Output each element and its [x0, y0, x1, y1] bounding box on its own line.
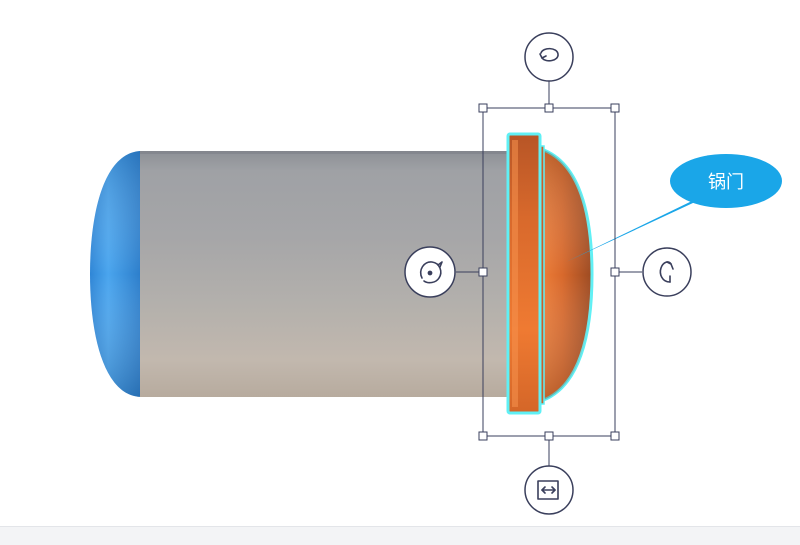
- handle-top-center[interactable]: [544, 103, 554, 113]
- move-horizontal-button[interactable]: [524, 465, 574, 515]
- handle-middle-left[interactable]: [478, 267, 488, 277]
- move-horizontal-icon: [537, 480, 559, 500]
- handle-bottom-center[interactable]: [544, 431, 554, 441]
- boiler-body[interactable]: [140, 151, 512, 397]
- handle-bottom-right[interactable]: [610, 431, 620, 441]
- handle-top-left[interactable]: [478, 103, 488, 113]
- rotate-clockwise-icon: [419, 261, 443, 284]
- rotate-vertical-icon: [659, 261, 674, 283]
- rotate-clockwise-button[interactable]: [404, 246, 456, 298]
- boiler-door[interactable]: [506, 132, 594, 415]
- handle-top-right[interactable]: [610, 103, 620, 113]
- left-end-cap[interactable]: [90, 151, 142, 397]
- callout-bubble: 锅门: [566, 154, 782, 262]
- handle-bottom-left[interactable]: [478, 431, 488, 441]
- handle-middle-right[interactable]: [610, 267, 620, 277]
- rotate-vertical-button[interactable]: [642, 247, 692, 297]
- callout-label: 锅门: [708, 172, 744, 193]
- rotate-horizontal-icon: [539, 47, 559, 62]
- bottom-status-strip: [0, 526, 800, 545]
- rotate-horizontal-button[interactable]: [524, 32, 574, 82]
